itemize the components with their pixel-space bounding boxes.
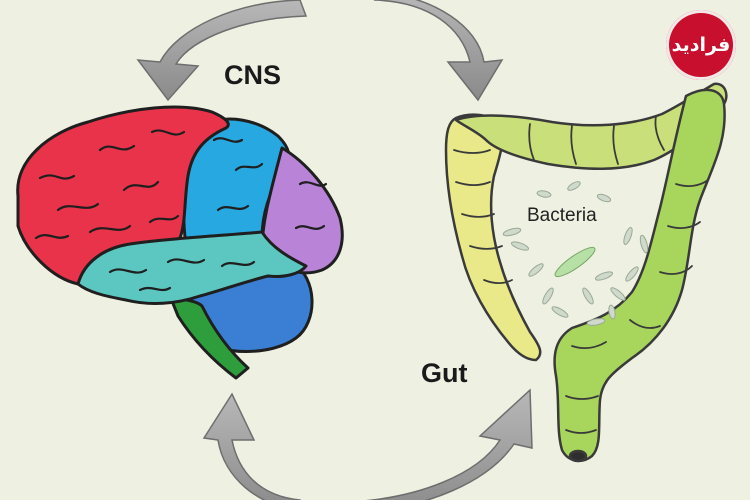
cns-label: CNS (224, 60, 282, 90)
arrow-bottom-left-icon (202, 392, 301, 500)
bacterium (639, 234, 649, 254)
bacterium (567, 181, 581, 191)
bacterium (528, 263, 544, 277)
brainstem (168, 294, 250, 380)
bacteria-label: Bacteria (527, 205, 597, 226)
bacterium (551, 306, 569, 318)
logo-text: فرادید (671, 34, 731, 56)
bacterium (542, 287, 554, 305)
bacterium (594, 271, 614, 281)
ascending-colon (444, 113, 542, 362)
colon (444, 82, 728, 463)
temporal-lobe (76, 230, 308, 305)
bacterium (596, 193, 612, 203)
bacterium (554, 246, 596, 278)
brain (16, 105, 344, 380)
arrow-top-left-icon (136, 0, 308, 102)
bacterium (610, 287, 626, 301)
arrow-bottom-right-icon (365, 388, 533, 500)
bacterium (586, 318, 606, 326)
gut-label: Gut (421, 358, 468, 388)
bacterium (536, 190, 552, 198)
rectum-opening (568, 449, 588, 463)
bacterium (502, 227, 522, 237)
descending-colon (553, 88, 726, 463)
bacteria-cluster (502, 181, 649, 326)
bacterium (582, 287, 594, 305)
bacterium (608, 304, 616, 320)
arrow-top-right-icon (373, 0, 504, 102)
bacterium (623, 226, 633, 246)
bacterium (510, 241, 530, 251)
site-logo: فرادید (666, 10, 736, 80)
arrows (136, 0, 533, 500)
bacterium (625, 266, 639, 282)
occipital-lobe (260, 146, 344, 275)
